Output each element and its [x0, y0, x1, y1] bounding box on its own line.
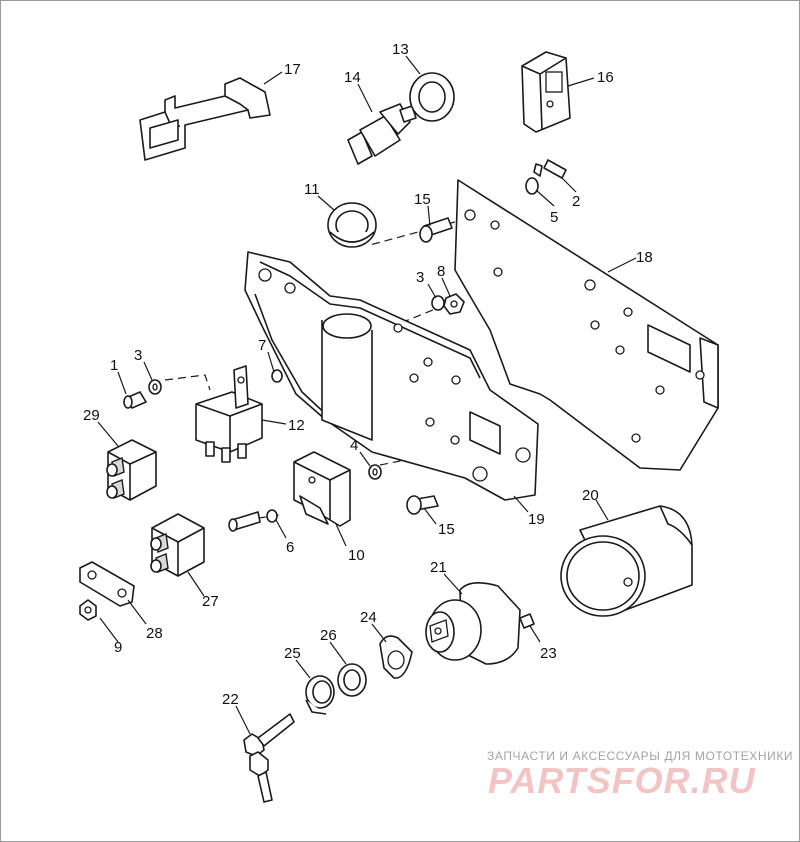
- part-2-bolt: [533, 159, 567, 179]
- part-9-nut: [79, 599, 97, 621]
- part-20-cover: [560, 505, 693, 617]
- callout-11: 11: [304, 181, 320, 198]
- callout-2: 2: [572, 193, 580, 210]
- part-21-ignition-switch: [425, 582, 521, 665]
- part-28-strap: [79, 561, 135, 607]
- callout-6: 6: [286, 539, 294, 556]
- callout-10: 10: [348, 547, 365, 564]
- part-14-switch: [347, 103, 417, 165]
- callout-20: 20: [582, 487, 599, 504]
- part-3-washer-lower: [148, 379, 162, 395]
- part-23-screw: [519, 613, 535, 629]
- part-19-main-bracket: [244, 251, 539, 501]
- callout-17: 17: [284, 61, 301, 78]
- part-6-washer: [266, 509, 278, 523]
- callout-28: 28: [146, 625, 163, 642]
- part-12-relay: [195, 365, 263, 463]
- part-24-lock-plate: [379, 635, 413, 679]
- part-16-connector: [521, 51, 571, 133]
- callout-29: 29: [83, 407, 100, 424]
- callout-12: 12: [288, 417, 305, 434]
- part-7-washer: [271, 369, 283, 383]
- watermark-logo: PARTSFOR.RU: [488, 760, 756, 801]
- callout-14: 14: [344, 69, 361, 86]
- callout-15-lower: 15: [438, 521, 455, 538]
- callout-18: 18: [636, 249, 653, 266]
- part-8-nut: [443, 293, 465, 315]
- callout-16: 16: [597, 69, 614, 86]
- callout-22: 22: [222, 691, 239, 708]
- part-17-bracket: [139, 77, 271, 161]
- callout-5: 5: [550, 209, 558, 226]
- part-11-grommet: [327, 202, 377, 248]
- callout-25: 25: [284, 645, 301, 662]
- part-5-washer: [525, 177, 539, 195]
- part-13-washer: [409, 72, 455, 122]
- callout-23: 23: [540, 645, 557, 662]
- callout-numbers: 17 13 14 16 2 11 15 5 18 3 8 7 1 3 29 12…: [83, 41, 653, 708]
- callout-21: 21: [430, 559, 447, 576]
- callout-3-lower: 3: [134, 347, 142, 364]
- callout-13: 13: [392, 41, 409, 58]
- callout-7: 7: [258, 337, 266, 354]
- part-27-circuit-breaker: [150, 513, 205, 577]
- part-25-nut: [305, 675, 335, 715]
- callout-15-upper: 15: [414, 191, 431, 208]
- watermark-caption: ЗАПЧАСТИ И АКСЕССУАРЫ ДЛЯ МОТОТЕХНИКИ: [487, 749, 794, 763]
- part-3-washer-upper: [431, 295, 445, 311]
- part-15-pin-lower: [406, 495, 439, 515]
- callout-leader-lines: [97, 55, 637, 735]
- part-6-pin: [228, 511, 261, 532]
- callout-19: 19: [528, 511, 545, 528]
- part-4-washer: [368, 464, 382, 480]
- callout-26: 26: [320, 627, 337, 644]
- part-1-screw: [123, 391, 147, 409]
- callout-1: 1: [110, 357, 118, 374]
- part-10-clamp-bracket: [293, 451, 351, 527]
- callout-8: 8: [437, 263, 445, 280]
- part-18-mounting-plate: [454, 179, 719, 471]
- part-26-washer: [337, 663, 367, 697]
- callout-24: 24: [360, 609, 377, 626]
- part-22-keys: [243, 713, 295, 803]
- callout-27: 27: [202, 593, 219, 610]
- part-15-pin-upper: [419, 217, 453, 243]
- callout-4: 4: [350, 437, 358, 454]
- part-29-circuit-breaker: [106, 439, 157, 501]
- callout-3-upper: 3: [416, 269, 424, 286]
- callout-9: 9: [114, 639, 122, 656]
